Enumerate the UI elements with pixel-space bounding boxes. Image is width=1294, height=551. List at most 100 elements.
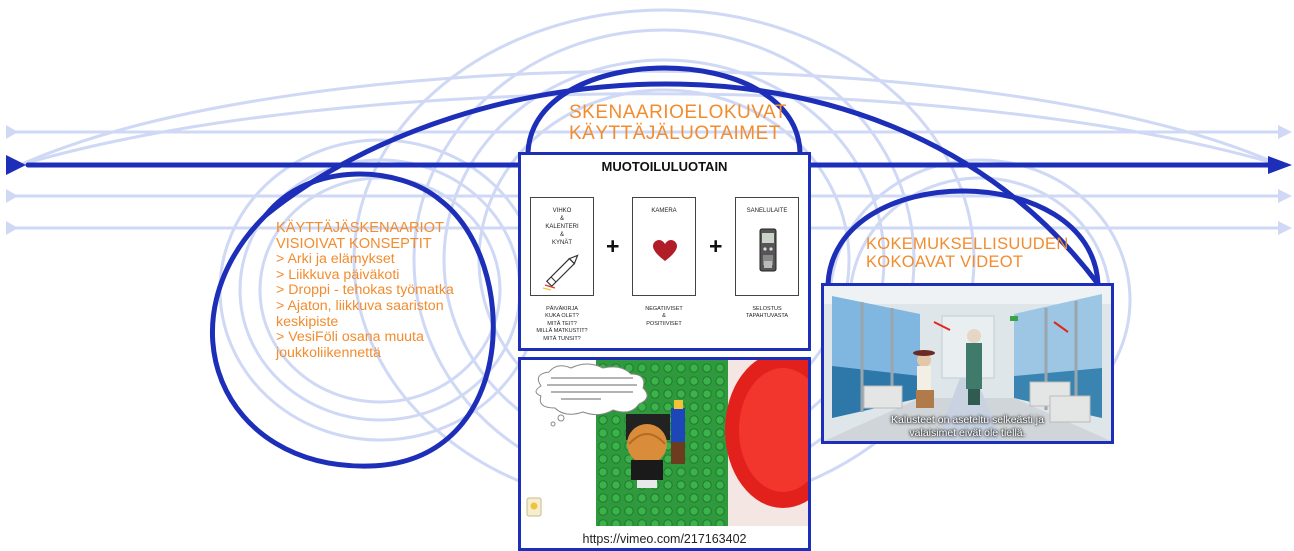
lego-stud	[663, 480, 673, 490]
lego-stud	[611, 415, 621, 425]
list-item: > Arki ja elämykset	[276, 251, 395, 268]
lego-stud	[689, 415, 699, 425]
lego-stud	[598, 415, 608, 425]
lego-stud	[676, 363, 686, 373]
lego-stud	[663, 376, 673, 386]
right-arch	[825, 188, 1101, 287]
experience-video-panel: Kalusteet on aseteltu selkeästi ja valai…	[821, 283, 1114, 444]
caption-line: MITÄ TUNSIT?	[543, 335, 581, 342]
lego-stud	[598, 441, 608, 451]
left-loop	[210, 171, 496, 469]
camera-card: KAMERA	[632, 197, 696, 296]
lego-stud	[637, 493, 647, 503]
card-title: VIHKO & KALENTERI & KYNÄT	[531, 198, 593, 247]
lego-stud	[650, 493, 660, 503]
lego-stud	[715, 376, 725, 386]
card-title-line: KAMERA	[651, 208, 677, 214]
lego-stud	[598, 428, 608, 438]
list-item: > Liikkuva päiväkoti	[276, 266, 400, 283]
lego-stud	[676, 480, 686, 490]
label-line: SKENAARIOELOKUVAT	[569, 102, 787, 123]
lego-stud	[676, 506, 686, 516]
label-line: KÄYTTÄJÄLUOTAIMET	[569, 122, 781, 144]
faint-arc	[19, 69, 1281, 167]
lego-stud	[663, 506, 673, 516]
lego-stud	[702, 363, 712, 373]
caption-line: MILLÄ MATKUSTIT?	[536, 328, 588, 335]
lego-stud	[702, 454, 712, 464]
lego-stud	[624, 493, 634, 503]
main-arc	[263, 81, 1101, 287]
lego-stud	[676, 376, 686, 386]
plus-icon: +	[606, 233, 620, 259]
lego-stud	[689, 480, 699, 490]
list-item: > VesiFöli osana muuta	[276, 329, 424, 346]
faint-arrowhead	[6, 221, 18, 235]
lego-stud	[650, 402, 660, 412]
lego-stud	[689, 441, 699, 451]
probe-caption: SELOSTUS TAPAHTUVASTA	[730, 306, 804, 321]
lego-stud	[637, 519, 647, 526]
lego-stud	[715, 428, 725, 438]
lego-stud	[598, 519, 608, 526]
caption-line: TAPAHTUVASTA	[745, 313, 789, 320]
lego-stud	[676, 467, 686, 477]
faint-arrowhead	[1278, 221, 1292, 235]
main-arrowhead	[6, 155, 26, 175]
probe-caption: PÄIVÄKIRJA KUKA OLET? MITÄ TEIT? MILLÄ M…	[525, 306, 599, 343]
experience-videos-label: KOKEMUKSELLISUUDEN KOKOAVAT VIDEOT	[866, 235, 1069, 272]
lego-stud	[663, 454, 673, 464]
card-title-line: &	[559, 232, 564, 239]
subtitle-line: valaisimet eivät ole tiellä.	[909, 426, 1026, 439]
lego-stud	[702, 389, 712, 399]
video-url: https://vimeo.com/217163402	[582, 532, 747, 546]
lego-stud	[702, 441, 712, 451]
lego-stud	[624, 480, 634, 490]
lego-stud	[650, 506, 660, 516]
lego-stud	[715, 402, 725, 412]
lego-stud	[611, 493, 621, 503]
lego-stud	[663, 467, 673, 477]
lego-stud	[702, 402, 712, 412]
lego-stud	[624, 519, 634, 526]
lego-stud	[676, 389, 686, 399]
lego-stud	[715, 415, 725, 425]
lego-stud	[650, 519, 660, 526]
user-scenarios-label: KÄYTTÄJÄSKENAARIOT VISIOIVAT KONSEPTIT >…	[276, 220, 454, 361]
lego-stud	[598, 493, 608, 503]
lego-stud	[676, 493, 686, 503]
lego-stud	[650, 389, 660, 399]
caption-line: KUKA OLET?	[545, 313, 579, 320]
faint-ring	[258, 176, 502, 404]
faint-arc	[19, 92, 1281, 167]
lego-stud	[702, 376, 712, 386]
lego-stud	[663, 389, 673, 399]
lego-stud	[689, 389, 699, 399]
lego-stud	[702, 519, 712, 526]
lego-stud	[637, 363, 647, 373]
list-item: joukkoliikennettä	[276, 344, 381, 361]
lego-stud	[598, 480, 608, 490]
lego-stud	[598, 506, 608, 516]
list-item: > Ajaton, liikkuva saariston	[276, 297, 444, 314]
lego-stud	[689, 519, 699, 526]
label-line: KOKEMUKSELLISUUDEN	[866, 235, 1069, 253]
lego-stud	[611, 428, 621, 438]
card-title: SANELULAITE	[736, 198, 798, 215]
label-line: KOKOAVAT VIDEOT	[866, 252, 1024, 271]
lego-stud	[702, 480, 712, 490]
lego-stud	[702, 467, 712, 477]
label-line: KÄYTTÄJÄSKENAARIOT	[276, 220, 444, 236]
card-title-line: KYNÄT	[551, 240, 572, 247]
card-title: KAMERA	[633, 198, 695, 215]
lego-stud	[676, 519, 686, 526]
video-subtitle: Kalusteet on aseteltu selkeästi ja valai…	[824, 414, 1111, 439]
caption-line: NEGATIIVISET	[645, 306, 683, 312]
lego-stud	[624, 506, 634, 516]
faint-background-lines	[6, 8, 1292, 512]
lego-stud	[637, 506, 647, 516]
lego-stud	[611, 480, 621, 490]
plus-icon: +	[709, 233, 723, 259]
lego-stud	[715, 519, 725, 526]
